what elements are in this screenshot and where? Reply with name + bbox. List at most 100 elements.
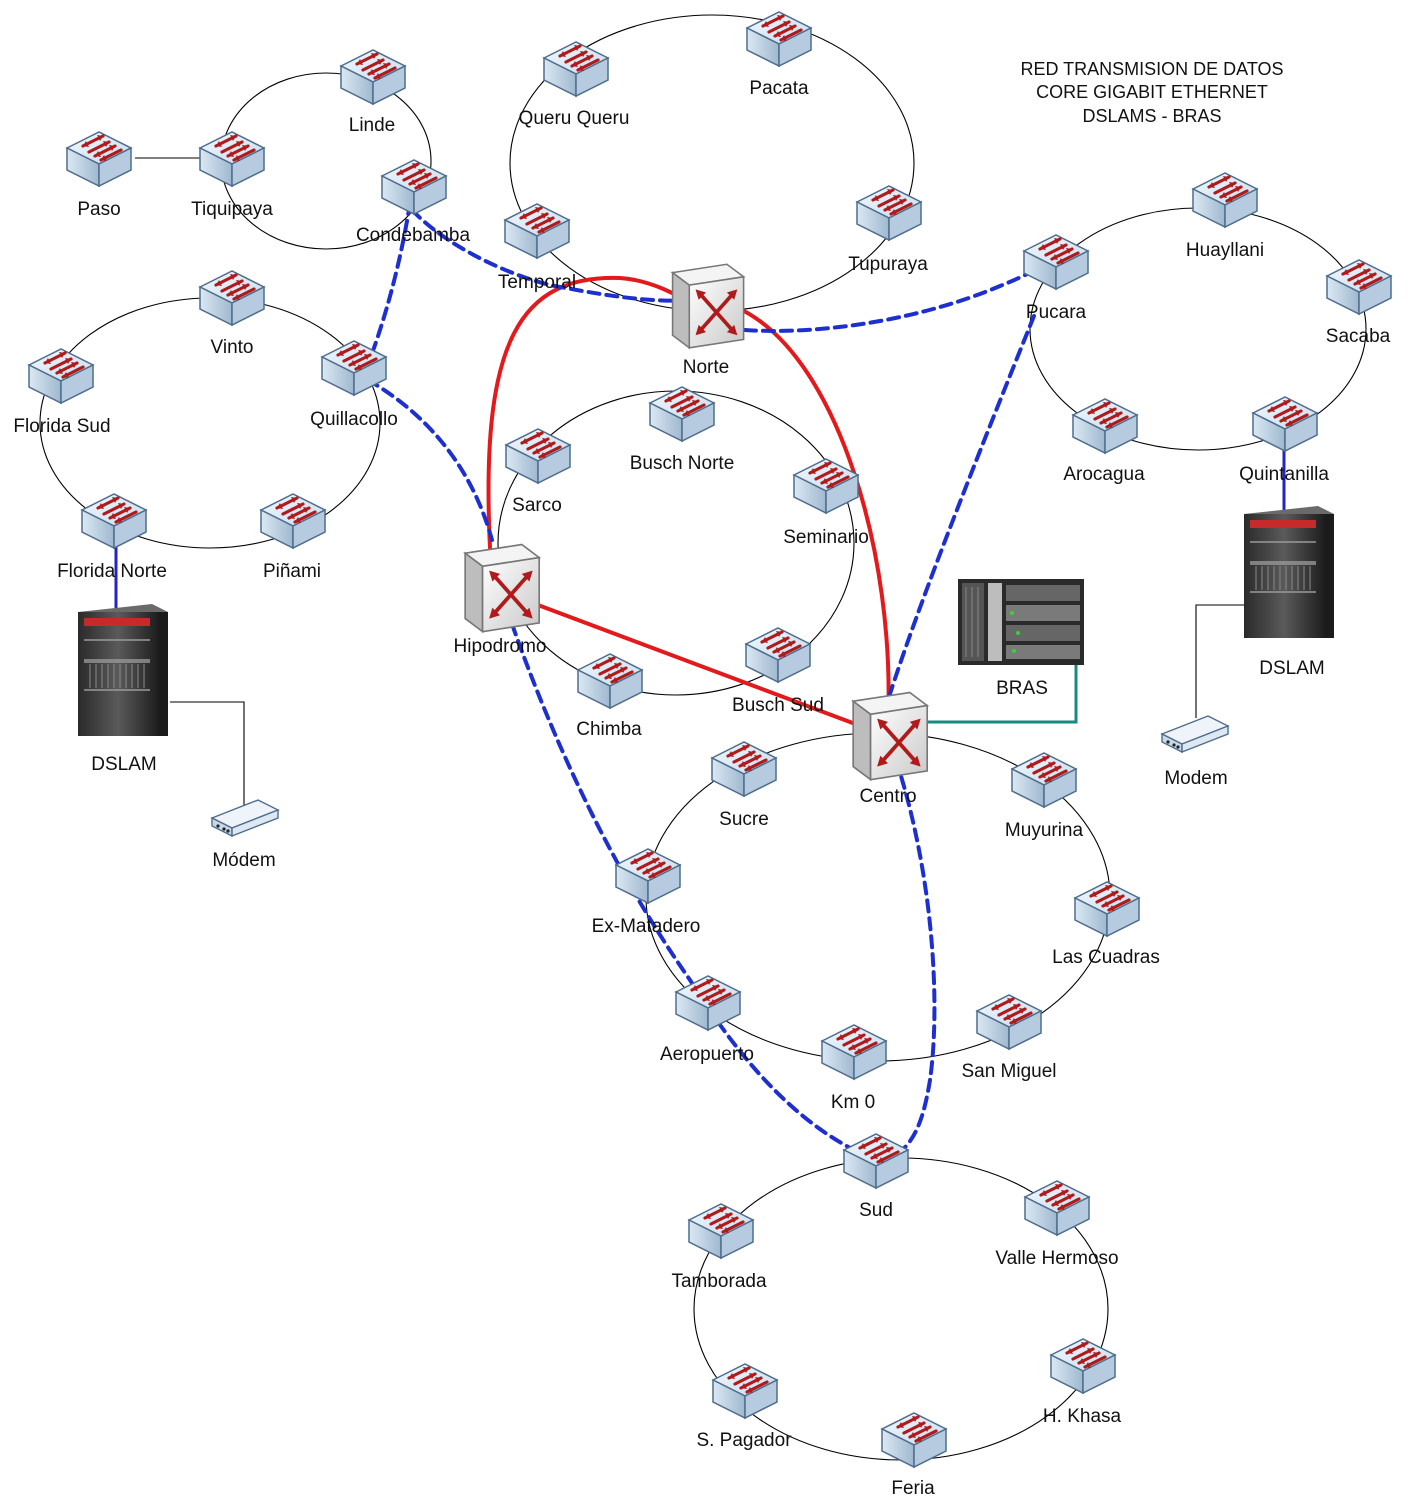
backbone-quillacollo-condebamba bbox=[364, 188, 414, 372]
switch-icon bbox=[745, 10, 813, 68]
switch-icon bbox=[687, 1202, 755, 1260]
switch-icon bbox=[198, 130, 266, 188]
label-modem-right: Modem bbox=[1164, 768, 1227, 789]
link-dslam-left-modem bbox=[170, 701, 245, 812]
backbone-centro-sud bbox=[882, 758, 937, 1164]
switch-icon bbox=[1073, 880, 1141, 938]
label-tiquipaya: Tiquipaya bbox=[191, 199, 273, 220]
switch-icon bbox=[744, 626, 812, 684]
label-pucara: Pucara bbox=[1026, 302, 1087, 323]
label-norte: Norte bbox=[683, 357, 729, 378]
switch-icon bbox=[65, 130, 133, 188]
label-valle-hermoso: Valle Hermoso bbox=[995, 1248, 1118, 1269]
router-icon bbox=[463, 542, 542, 634]
switch-icon bbox=[1023, 1179, 1091, 1237]
label-huayllani: Huayllani bbox=[1186, 240, 1264, 261]
label-feria: Feria bbox=[891, 1478, 935, 1499]
router-icon bbox=[670, 262, 746, 350]
link-dslam-right-modem bbox=[1195, 604, 1252, 718]
switch-icon bbox=[542, 40, 610, 98]
label-paso: Paso bbox=[77, 199, 120, 220]
diagram-title: RED TRANSMISION DE DATOS CORE GIGABIT ET… bbox=[1020, 59, 1283, 126]
label-km0: Km 0 bbox=[831, 1092, 875, 1113]
label-chimba: Chimba bbox=[576, 719, 642, 740]
switch-icon bbox=[380, 158, 448, 216]
label-hipodromo: Hipodromo bbox=[454, 636, 547, 657]
label-las-cuadras: Las Cuadras bbox=[1052, 947, 1160, 968]
switch-icon bbox=[820, 1023, 888, 1081]
label-sucre: Sucre bbox=[719, 809, 769, 830]
label-quillacollo: Quillacollo bbox=[310, 409, 398, 430]
switch-icon bbox=[855, 184, 923, 242]
label-modem-left: Módem bbox=[212, 850, 275, 871]
label-arocagua: Arocagua bbox=[1063, 464, 1145, 485]
dslam-rack-icon bbox=[77, 603, 169, 737]
label-muyurina: Muyurina bbox=[1005, 820, 1084, 841]
label-san-miguel: San Miguel bbox=[961, 1061, 1056, 1082]
backbone-pucara-centro bbox=[886, 314, 1036, 702]
label-h-khasa: H. Khasa bbox=[1043, 1406, 1122, 1427]
switch-icon bbox=[1325, 258, 1393, 316]
switch-icon bbox=[1022, 233, 1090, 291]
label-sarco: Sarco bbox=[512, 495, 562, 516]
modem-icon bbox=[1161, 715, 1229, 753]
switch-icon bbox=[1049, 1337, 1117, 1395]
switch-icon bbox=[1071, 397, 1139, 455]
core-link-hipodromo-norte bbox=[486, 275, 702, 550]
backbone-quillacollo-hipodromo bbox=[366, 378, 494, 542]
label-bras: BRAS bbox=[996, 678, 1048, 699]
title-line-1: RED TRANSMISION DE DATOS bbox=[1020, 59, 1283, 79]
switch-icon bbox=[80, 492, 148, 550]
switch-icon bbox=[503, 202, 571, 260]
label-ex-matadero: Ex-Matadero bbox=[592, 916, 701, 937]
label-queru-queru: Queru Queru bbox=[519, 108, 630, 129]
label-aeropuerto: Aeropuerto bbox=[660, 1044, 754, 1065]
label-busch-norte: Busch Norte bbox=[630, 453, 735, 474]
label-florida-sud: Florida Sud bbox=[13, 416, 110, 437]
switch-icon bbox=[880, 1411, 948, 1469]
switch-icon bbox=[614, 847, 682, 905]
switch-icon bbox=[975, 993, 1043, 1051]
label-linde: Linde bbox=[349, 115, 396, 136]
switch-icon bbox=[576, 652, 644, 710]
title-line-3: DSLAMS - BRAS bbox=[1082, 106, 1221, 126]
backbone-condebamba-norte bbox=[410, 208, 702, 303]
switch-icon bbox=[27, 347, 95, 405]
label-temporal: Temporal bbox=[498, 272, 576, 293]
label-busch-sud: Busch Sud bbox=[732, 695, 824, 716]
label-dslam-right: DSLAM bbox=[1259, 658, 1324, 679]
switch-icon bbox=[339, 48, 407, 106]
switch-icon bbox=[1191, 171, 1259, 229]
label-s-pagador: S. Pagador bbox=[696, 1430, 792, 1451]
label-tamborada: Tamborada bbox=[671, 1271, 766, 1292]
label-centro: Centro bbox=[859, 786, 916, 807]
switch-icon bbox=[710, 740, 778, 798]
switch-icon bbox=[711, 1362, 779, 1420]
label-tupuraya: Tupuraya bbox=[848, 254, 928, 275]
label-pacata: Pacata bbox=[749, 78, 809, 99]
label-quintanilla: Quintanilla bbox=[1239, 464, 1329, 485]
switch-icon bbox=[842, 1132, 910, 1190]
switch-icon bbox=[674, 974, 742, 1032]
label-dslam-left: DSLAM bbox=[91, 754, 156, 775]
label-florida-norte: Florida Norte bbox=[57, 561, 167, 582]
label-seminario: Seminario bbox=[783, 527, 869, 548]
switch-icon bbox=[1010, 751, 1078, 809]
backbone-hipodromo-sud bbox=[510, 622, 878, 1162]
label-condebamba: Condebamba bbox=[356, 225, 471, 246]
router-icon bbox=[851, 690, 930, 782]
dslam-rack-icon bbox=[1243, 505, 1335, 639]
label-vinto: Vinto bbox=[211, 337, 254, 358]
label-sacaba: Sacaba bbox=[1326, 326, 1391, 347]
switch-icon bbox=[504, 427, 572, 485]
switch-icon bbox=[1251, 395, 1319, 453]
link-bras-centro bbox=[922, 665, 1078, 724]
label-sud: Sud bbox=[859, 1200, 893, 1221]
core-link-hipodromo-centro bbox=[528, 600, 868, 730]
switch-icon bbox=[648, 385, 716, 443]
switch-icon bbox=[198, 269, 266, 327]
bras-chassis-icon bbox=[957, 578, 1085, 666]
modem-icon bbox=[211, 799, 279, 837]
